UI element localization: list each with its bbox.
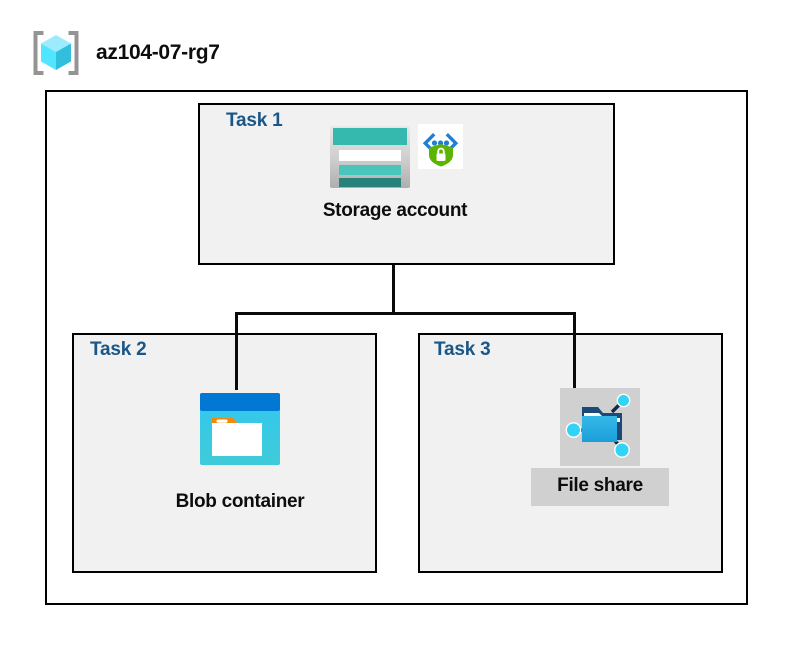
storage-account-icon <box>328 124 412 195</box>
resource-group-cube-icon <box>30 28 82 78</box>
storage-account-caption: Storage account <box>322 200 468 221</box>
blob-container-node: Blob container <box>150 392 330 513</box>
file-share-node: File share <box>505 388 695 506</box>
blob-container-icon <box>199 392 281 471</box>
secure-endpoint-shield-icon <box>417 124 463 174</box>
file-share-folder-icon <box>565 390 635 465</box>
blob-container-caption: Blob container <box>175 491 305 512</box>
file-share-icon-highlight-plate <box>560 388 640 466</box>
task-1-label: Task 1 <box>226 110 283 131</box>
file-share-caption: File share <box>557 475 643 496</box>
connector-leg-task-2 <box>235 312 238 390</box>
task-2-label: Task 2 <box>90 339 147 360</box>
connector-horizontal-bus <box>235 312 575 315</box>
storage-account-icon-row <box>328 124 463 192</box>
resource-group-title: az104-07-rg7 <box>96 41 220 64</box>
resource-group-header: az104-07-rg7 <box>30 28 220 78</box>
task-3-label: Task 3 <box>434 339 491 360</box>
connector-leg-task-3 <box>573 312 576 390</box>
connector-trunk <box>392 265 395 314</box>
storage-account-node: Storage account <box>290 124 500 222</box>
file-share-caption-highlight-plate: File share <box>531 468 669 506</box>
